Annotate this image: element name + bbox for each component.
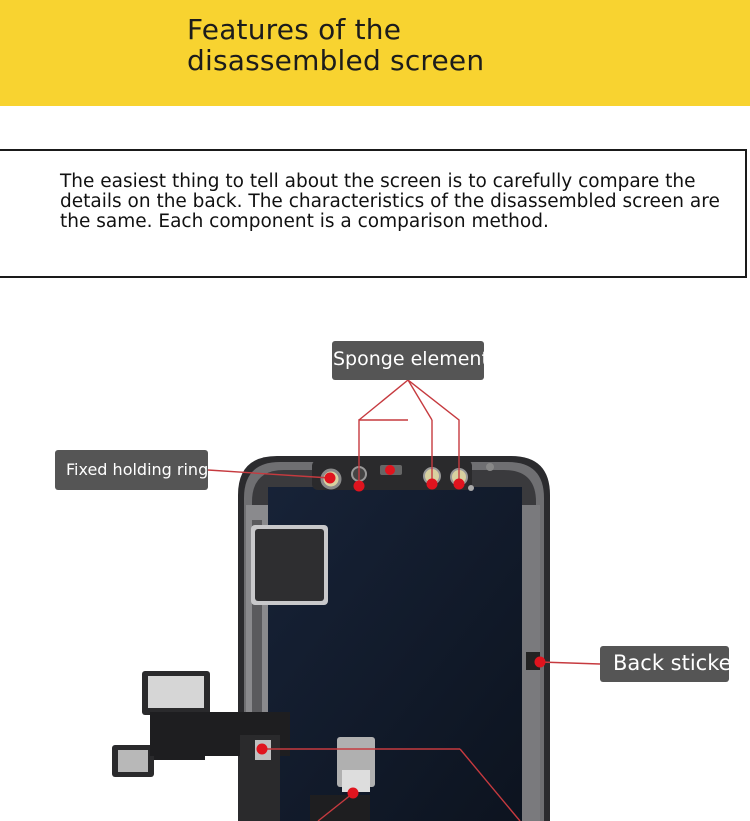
page-title-line-1: Features of the [187, 13, 402, 46]
description-text: The easiest thing to tell about the scre… [60, 171, 720, 232]
description-box [0, 149, 747, 278]
callout-sponge-element: Sponge element [332, 341, 489, 380]
disassembled-screen-illustration [112, 379, 601, 821]
callout-fixed-holding-ring: Fixed holding ring [55, 450, 208, 490]
header-banner: Features of the disassembled screen [0, 0, 750, 106]
page-title: Features of the disassembled screen [187, 14, 587, 76]
pointer-lines [207, 379, 601, 821]
callout-back-sticker: Back sticker [600, 646, 740, 682]
page-title-line-2: disassembled screen [187, 44, 485, 77]
pointer-dots [256, 465, 546, 799]
